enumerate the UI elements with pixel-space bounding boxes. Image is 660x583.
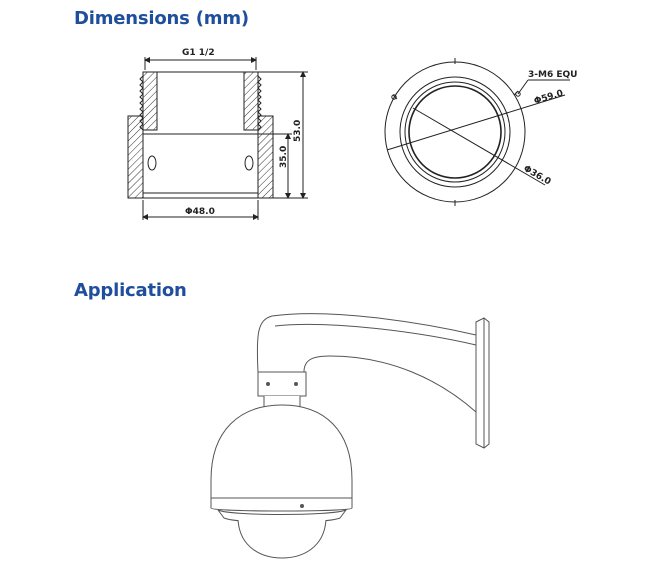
top-view-drawing [384, 58, 570, 206]
base-diameter-label: Φ48.0 [185, 207, 215, 217]
outer-diameter-label: Φ59.0 [533, 89, 564, 107]
inner-diameter-label: Φ36.0 [522, 164, 553, 188]
dimensions-heading: Dimensions (mm) [74, 8, 249, 29]
side-view-drawing [127, 57, 308, 220]
application-heading: Application [74, 280, 187, 301]
application-camera-drawing [210, 313, 490, 559]
screw-spec-label: 3-M6 EQU [528, 70, 577, 80]
total-height-label: 53.0 [293, 120, 303, 142]
thread-size-label: G1 1/2 [182, 48, 215, 58]
inner-height-label: 35.0 [279, 146, 289, 168]
